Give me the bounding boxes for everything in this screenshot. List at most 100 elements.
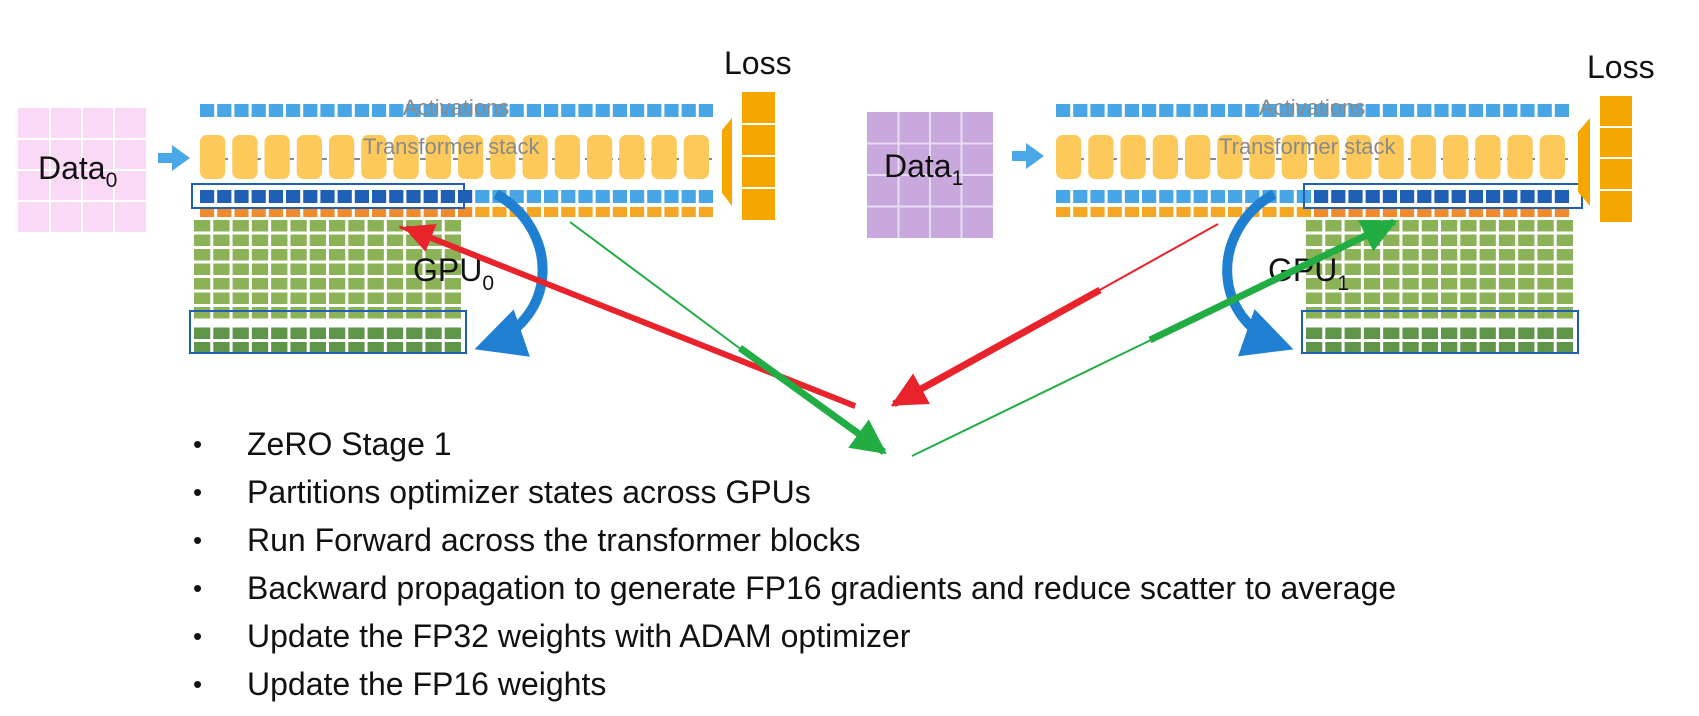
optimizer-cell [232, 263, 249, 275]
parameter-cell [475, 190, 490, 203]
optimizer-cell [1518, 234, 1535, 246]
bullet-item: •Partitions optimizer states across GPUs [190, 468, 1396, 516]
parameter-cell [1176, 190, 1191, 203]
optimizer-cell [444, 263, 461, 275]
optimizer-cell [1556, 263, 1573, 275]
optimizer-cell [425, 327, 442, 339]
optimizer-cell [1441, 234, 1458, 246]
activation-cell [406, 104, 421, 117]
optimizer-cell [329, 327, 346, 339]
activation-cell [509, 104, 524, 117]
gradient-cell [1176, 207, 1191, 217]
optimizer-cell [367, 234, 384, 246]
transformer-block [232, 135, 258, 179]
transformer-block [522, 135, 548, 179]
parameter-cell [1124, 190, 1139, 203]
optimizer-cell [1537, 263, 1554, 275]
gradient-cell [1296, 207, 1311, 217]
optimizer-cell [1325, 292, 1342, 304]
optimizer-cell [1479, 263, 1496, 275]
gpu0-panel: Data0 Activations Transformer stack Loss… [18, 45, 792, 357]
parameter-cell [1142, 190, 1157, 203]
parameter-cell [458, 190, 473, 203]
gradient-cell [440, 207, 455, 217]
parameter-cell [1400, 190, 1415, 203]
optimizer-cell [1537, 292, 1554, 304]
optimizer-cell [1306, 263, 1323, 275]
activation-cell [1090, 104, 1105, 117]
parameter-cell [1365, 190, 1380, 203]
transformer-block [296, 135, 322, 179]
parameter-cell [440, 190, 455, 203]
optimizer-cell [1383, 307, 1400, 319]
transformer-block [1056, 135, 1082, 179]
optimizer-cell [1306, 327, 1323, 339]
gradient-cell [630, 207, 645, 217]
optimizer-cell [1421, 263, 1438, 275]
transformer-block [361, 135, 387, 179]
optimizer-cell [367, 292, 384, 304]
optimizer-cell [1306, 307, 1323, 319]
activation-cell [1142, 104, 1157, 117]
gpu1-optimizer-grid [1306, 220, 1573, 354]
optimizer-cell [251, 292, 269, 304]
optimizer-cell [271, 220, 288, 232]
bullet-list: •ZeRO Stage 1 •Partitions optimizer stat… [190, 420, 1396, 708]
gradient-cell [303, 207, 318, 217]
optimizer-cell [1344, 292, 1361, 304]
gradient-cell [1451, 207, 1466, 217]
gpu1-panel: Data1 Activations Transformer stack Loss… [867, 49, 1655, 357]
optimizer-cell [194, 234, 211, 246]
optimizer-cell [194, 220, 211, 232]
optimizer-cell [367, 278, 384, 290]
optimizer-cell [1383, 342, 1400, 354]
optimizer-cell [406, 327, 423, 339]
gradient-cell [595, 207, 610, 217]
gradient-cell [1434, 207, 1449, 217]
optimizer-cell [271, 263, 288, 275]
gradient-cell [406, 207, 421, 217]
parameter-cell [1090, 190, 1105, 203]
optimizer-cell [367, 263, 384, 275]
gradient-cell [372, 207, 387, 217]
gradient-cell [1159, 207, 1174, 217]
parameter-cell [526, 190, 541, 203]
optimizer-cell [1363, 263, 1381, 275]
parameter-cell [1554, 190, 1569, 203]
optimizer-cell [425, 307, 442, 319]
optimizer-cell [1460, 327, 1477, 339]
green-arrow-to-gpu1 [1148, 218, 1398, 344]
bullet-dot-icon: • [193, 669, 203, 699]
optimizer-cell [386, 263, 404, 275]
optimizer-cell [1325, 220, 1342, 232]
gpu0-parameter-row [200, 190, 713, 203]
gradient-cell [578, 207, 593, 217]
optimizer-cell [1537, 307, 1554, 319]
optimizer-cell [1402, 249, 1419, 261]
parameter-cell [1193, 190, 1208, 203]
gradient-cell [337, 207, 352, 217]
optimizer-cell [1306, 278, 1323, 290]
parameter-cell [1107, 190, 1122, 203]
transformer-block [1378, 135, 1404, 179]
parameter-cell [1434, 190, 1449, 203]
parameter-cell [234, 190, 249, 203]
activation-cell [1210, 104, 1225, 117]
activation-cell [647, 104, 662, 117]
red-arrow-to-center [890, 286, 1102, 408]
activation-cell [1554, 104, 1569, 117]
gradient-cell [544, 207, 559, 217]
optimizer-cell [213, 234, 230, 246]
transformer-block [651, 135, 677, 179]
gradient-cell [1056, 207, 1071, 217]
optimizer-cell [1537, 249, 1554, 261]
optimizer-cell [1402, 278, 1419, 290]
optimizer-cell [1556, 342, 1573, 354]
bullet-item: •Backward propagation to generate FP16 g… [190, 564, 1396, 612]
activation-cell [1245, 104, 1260, 117]
optimizer-cell [1479, 220, 1496, 232]
optimizer-cell [386, 249, 404, 261]
gpu1-data-label: Data1 [884, 148, 963, 190]
optimizer-cell [1383, 234, 1400, 246]
optimizer-cell [213, 292, 230, 304]
